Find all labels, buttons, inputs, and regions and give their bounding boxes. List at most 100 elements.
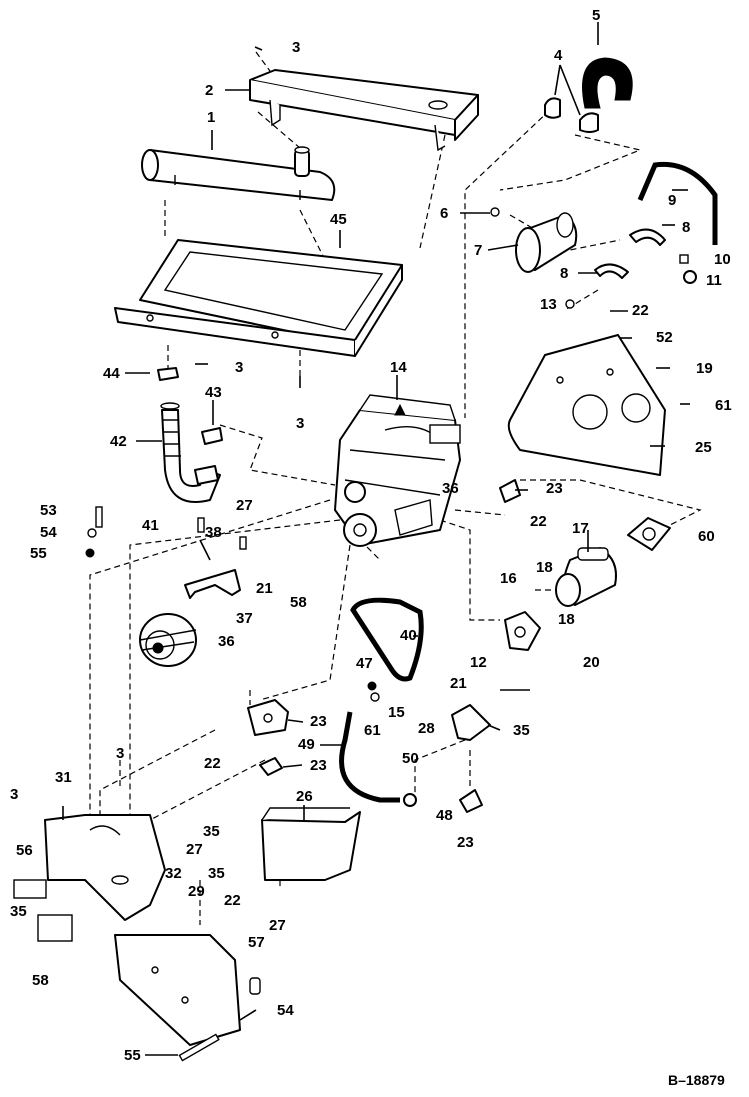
callout-11: 11 bbox=[706, 272, 722, 289]
callout-6: 6 bbox=[440, 205, 448, 222]
callout-24b: 23 bbox=[310, 757, 327, 774]
callout-3: 3 bbox=[292, 39, 300, 56]
left-side-bracket bbox=[44, 814, 166, 921]
hose-clamp-hardware bbox=[367, 681, 380, 702]
callout-51: 53 bbox=[40, 502, 57, 519]
rubber-isolators bbox=[259, 479, 521, 813]
callout-13: 13 bbox=[540, 296, 557, 313]
decal-57 bbox=[37, 914, 73, 942]
diagram-id: B–18879 bbox=[668, 1072, 725, 1088]
callout-8: 8 bbox=[682, 219, 690, 236]
callout-37: 37 bbox=[236, 610, 253, 627]
callout-21: 21 bbox=[256, 580, 273, 597]
callout-59: 61 bbox=[715, 397, 732, 414]
callout-22: 22 bbox=[632, 302, 649, 319]
exhaust-clamp bbox=[157, 367, 179, 381]
callout-15: 15 bbox=[388, 704, 405, 721]
air-filter bbox=[515, 212, 578, 273]
drive-belt bbox=[350, 597, 424, 682]
callout-12: 12 bbox=[470, 654, 487, 671]
exhaust-pipe bbox=[160, 402, 221, 503]
callout-28: 28 bbox=[418, 720, 435, 737]
lower-engine-shield bbox=[114, 934, 241, 1046]
engine-cross-member bbox=[261, 807, 361, 881]
callout-20: 20 bbox=[583, 654, 600, 671]
callout-48: 50 bbox=[402, 750, 419, 767]
callout-35: 36 bbox=[442, 480, 459, 497]
callout-25: 25 bbox=[695, 439, 712, 456]
callout-35c: 35 bbox=[208, 865, 225, 882]
engine bbox=[334, 394, 461, 547]
callout-49b: 48 bbox=[436, 807, 453, 824]
callout-18b: 18 bbox=[558, 611, 575, 628]
callout-22c: 22 bbox=[204, 755, 221, 772]
lower-bolts bbox=[178, 977, 261, 1062]
bolts-left bbox=[85, 506, 247, 558]
callout-22b: 22 bbox=[530, 513, 547, 530]
callout-8b: 8 bbox=[560, 265, 568, 282]
callout-27: 27 bbox=[236, 497, 253, 514]
callout-61: 61 bbox=[364, 722, 381, 739]
callout-3d: 3 bbox=[116, 745, 124, 762]
hose-fittings bbox=[679, 254, 697, 284]
hose-clamps bbox=[544, 97, 599, 133]
callout-3e: 3 bbox=[10, 786, 18, 803]
callout-35b: 35 bbox=[203, 823, 220, 840]
decal-58 bbox=[13, 879, 47, 899]
callout-7: 7 bbox=[474, 242, 482, 259]
callout-9: 9 bbox=[668, 192, 676, 209]
callout-5: 5 bbox=[592, 7, 600, 24]
alternator bbox=[139, 613, 197, 667]
muffler bbox=[141, 146, 336, 201]
coolant-hose bbox=[339, 711, 417, 807]
callout-30b: 27 bbox=[269, 917, 286, 934]
alternator-bracket bbox=[184, 569, 241, 599]
callout-leaders bbox=[62, 22, 688, 1056]
callout-3b: 3 bbox=[235, 359, 243, 376]
callout-1: 1 bbox=[207, 109, 215, 126]
callout-22d: 22 bbox=[224, 892, 241, 909]
callout-21b: 21 bbox=[450, 675, 467, 692]
callout-50: 52 bbox=[656, 329, 673, 346]
air-intake-hose-elbow bbox=[582, 57, 633, 109]
callout-45: 47 bbox=[356, 655, 373, 672]
starter-gasket-plate bbox=[627, 517, 671, 551]
breather-tube bbox=[637, 161, 718, 245]
callout-19: 19 bbox=[696, 360, 713, 377]
callout-47: 49 bbox=[298, 736, 315, 753]
callout-57: 58 bbox=[32, 972, 49, 989]
callout-55: 55 bbox=[124, 1047, 141, 1064]
callout-26: 26 bbox=[296, 788, 313, 805]
callout-41: 42 bbox=[110, 433, 127, 450]
starter-motor bbox=[555, 547, 617, 607]
engine-mount-right bbox=[451, 704, 491, 741]
callout-35d: 35 bbox=[10, 903, 27, 920]
callout-49: 58 bbox=[290, 594, 307, 611]
callout-58: 56 bbox=[16, 842, 33, 859]
callout-numbers: 3 2 1 5 4 45 6 9 8 7 10 8 11 13 22 52 44… bbox=[10, 7, 732, 1088]
filter-mounting-brackets bbox=[594, 228, 666, 279]
callout-42: 43 bbox=[205, 384, 222, 401]
callout-18: 18 bbox=[536, 559, 553, 576]
starter-bracket bbox=[504, 611, 541, 651]
exhaust-gasket bbox=[194, 427, 223, 485]
callout-30: 27 bbox=[186, 841, 203, 858]
callout-17: 17 bbox=[572, 520, 589, 537]
callout-29: 29 bbox=[188, 883, 205, 900]
callout-40: 41 bbox=[142, 517, 159, 534]
muffler-heat-shield bbox=[249, 69, 479, 152]
callout-34: 35 bbox=[513, 722, 530, 739]
callout-4: 4 bbox=[554, 47, 563, 64]
engine-adapter-plate bbox=[507, 334, 666, 476]
callout-31: 31 bbox=[55, 769, 72, 786]
engine-mount-left bbox=[247, 699, 289, 736]
callout-23: 23 bbox=[310, 713, 327, 730]
callout-60: 60 bbox=[698, 528, 715, 545]
callout-3c: 3 bbox=[296, 415, 304, 432]
callout-2: 2 bbox=[205, 82, 213, 99]
callout-56: 57 bbox=[248, 934, 265, 951]
callout-43: 44 bbox=[103, 365, 120, 382]
callout-44: 45 bbox=[330, 211, 347, 228]
callout-24c: 23 bbox=[457, 834, 474, 851]
